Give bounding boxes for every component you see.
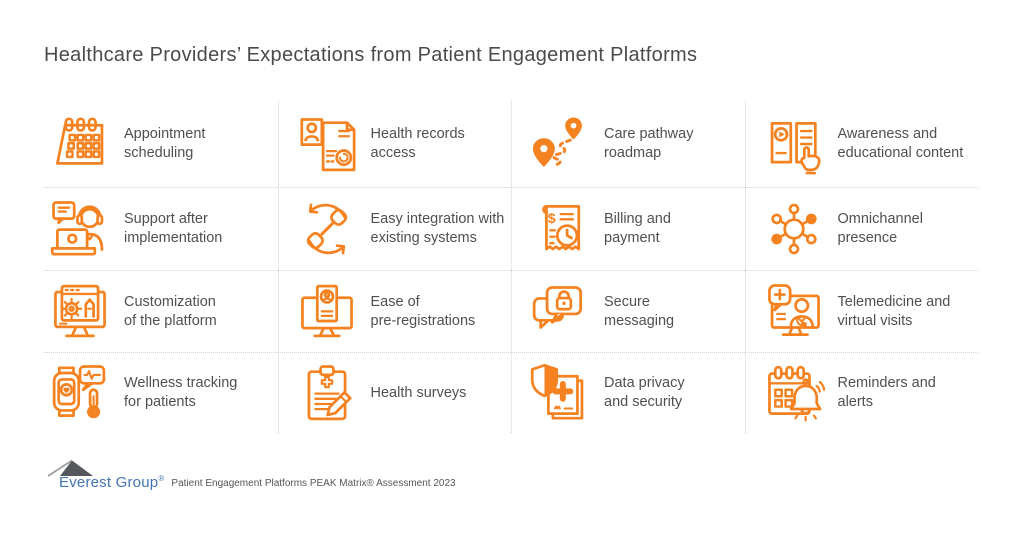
mountain-peak-icon [47, 459, 93, 477]
footer: Everest Group® Patient Engagement Platfo… [46, 459, 456, 492]
svg-text:$: $ [548, 211, 556, 227]
survey-clipboard-pencil-icon [296, 362, 358, 424]
everest-group-logo: Everest Group® [46, 459, 164, 492]
grid-item-ease-pre-registrations: Ease of pre-registrations [277, 270, 511, 352]
health-record-document-icon [296, 113, 358, 175]
privacy-shield-document-icon [529, 362, 591, 424]
grid-item-appointment-scheduling: Appointment scheduling [44, 100, 278, 187]
item-label: Support after implementation [124, 211, 223, 246]
item-label: Telemedicine and virtual visits [837, 293, 951, 329]
grid-item-data-privacy-security: Data privacy and security [511, 352, 745, 433]
item-label: Easy integration with existing systems [370, 211, 505, 246]
support-agent-laptop-icon [49, 198, 111, 260]
item-label: Customization of the platform [124, 293, 217, 329]
pre-registration-monitor-icon [296, 281, 358, 343]
item-label: Awareness and educational content [837, 125, 964, 161]
network-hub-icon [763, 198, 825, 260]
grid-item-health-records-access: Health records access [277, 100, 512, 187]
grid-item-reminders-alerts: Reminders and alerts [744, 352, 978, 433]
secure-chat-lock-icon [529, 281, 591, 343]
wellness-smartwatch-icon [49, 362, 111, 424]
grid-item-customization-platform: Customization of the platform [44, 270, 278, 352]
route-map-pins-icon [529, 113, 591, 175]
item-label: Ease of pre-registrations [370, 293, 476, 329]
grid-item-omnichannel-presence: Omnichannel presence [744, 187, 978, 270]
logo-text: Everest Group [59, 474, 159, 491]
calendar-icon [49, 113, 111, 175]
plug-integration-icon [296, 198, 358, 260]
grid-item-wellness-tracking: Wellness tracking for patients [44, 352, 278, 433]
item-label: Wellness tracking for patients [124, 375, 238, 410]
footer-caption: Patient Engagement Platforms PEAK Matrix… [171, 478, 456, 489]
item-label: Data privacy and security [604, 375, 685, 410]
grid-item-support-after-implementation: Support after implementation [44, 187, 278, 270]
item-label: Billing and payment [604, 211, 671, 246]
page-title: Healthcare Providers’ Expectations from … [44, 44, 698, 66]
item-label: Health records access [370, 125, 465, 161]
item-label: Omnichannel presence [837, 211, 923, 246]
item-label: Secure messaging [604, 293, 675, 329]
expectations-grid: Appointment scheduling Health records ac… [44, 100, 978, 433]
reminder-bell-calendar-icon [763, 362, 825, 424]
item-label: Health surveys [370, 384, 467, 401]
item-label: Care pathway roadmap [604, 125, 694, 161]
item-label: Appointment scheduling [124, 125, 206, 161]
logo-wordmark: Everest Group® [46, 474, 164, 491]
grid-item-health-surveys: Health surveys [277, 352, 511, 433]
grid-item-secure-messaging: Secure messaging [511, 270, 745, 352]
telemedicine-doctor-monitor-icon [763, 281, 825, 343]
grid-item-care-pathway-roadmap: Care pathway roadmap [511, 100, 745, 187]
billing-receipt-clock-icon: $ [529, 198, 591, 260]
ebook-play-hand-icon [763, 113, 825, 175]
item-label: Reminders and alerts [837, 375, 936, 410]
grid-item-easy-integration: Easy integration with existing systems [277, 187, 511, 270]
grid-item-awareness-educational-content: Awareness and educational content [744, 100, 979, 187]
grid-item-telemedicine-virtual-visits: Telemedicine and virtual visits [744, 270, 978, 352]
platform-customization-monitor-icon [49, 281, 111, 343]
grid-item-billing-payment: $ Billing and payment [511, 187, 745, 270]
registered-mark: ® [158, 474, 165, 483]
